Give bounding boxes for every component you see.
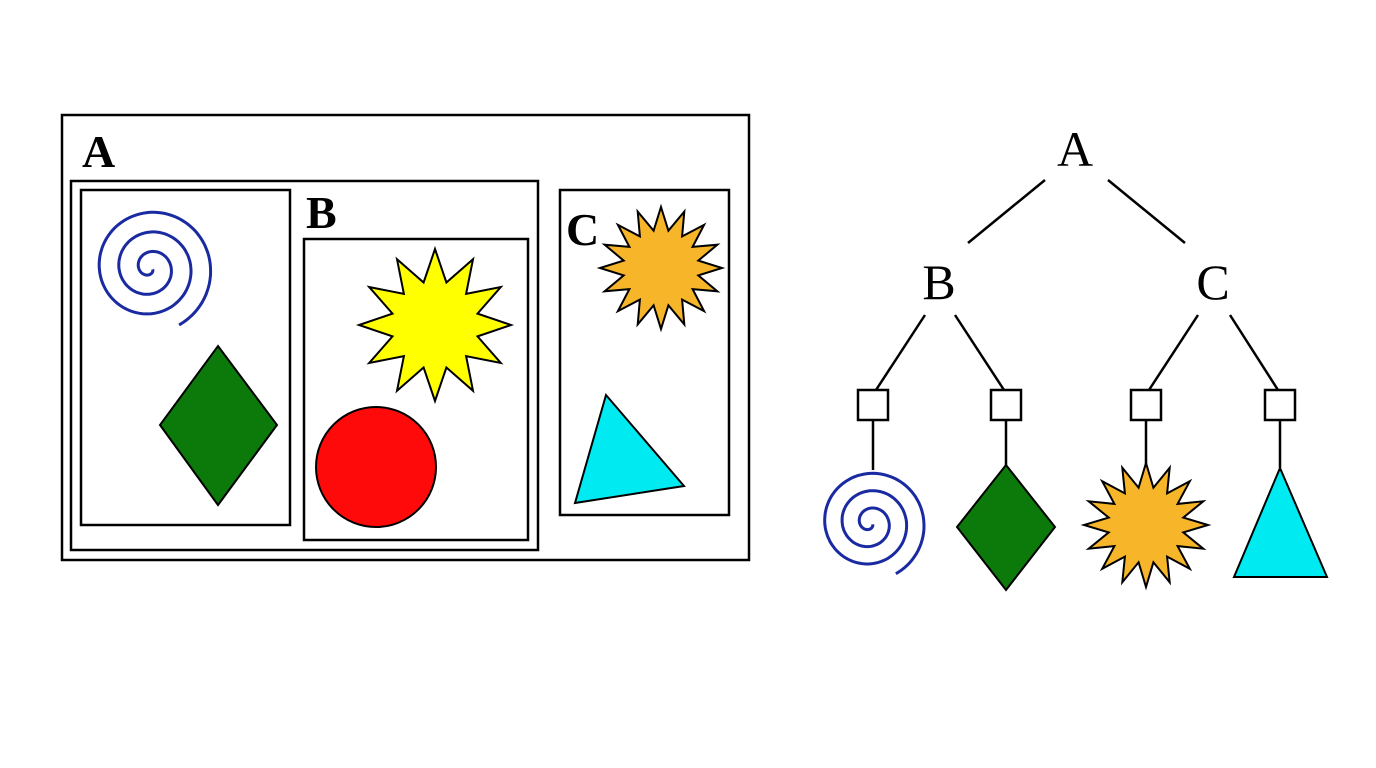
- tree-leaf-node: [1129, 388, 1163, 422]
- set-c-box: [558, 188, 731, 517]
- tree-edge: [874, 314, 927, 391]
- tree-edge: [953, 314, 1006, 391]
- set-c-label: C: [566, 204, 599, 255]
- tree-node-b-label: B: [922, 254, 955, 310]
- set-a-box: [60, 113, 751, 562]
- tree-edge: [1147, 314, 1200, 391]
- red-circle-icon: [315, 406, 437, 528]
- diamond-icon: [158, 344, 279, 507]
- orange-star-icon: [596, 203, 726, 333]
- triangle-icon: [573, 392, 686, 505]
- set-b-box: [302, 237, 530, 542]
- tree-diagram: A B C: [823, 121, 1329, 592]
- tree-edge: [1228, 314, 1280, 391]
- diamond-icon: [955, 463, 1057, 592]
- unlabeled-group-box: [79, 188, 292, 527]
- spiral-icon: [823, 471, 926, 576]
- tree-leaf-node: [856, 388, 890, 422]
- set-a-label: A: [82, 126, 115, 177]
- set-a-inner-box: [69, 179, 540, 552]
- nested-set-diagram: A B C: [60, 113, 751, 562]
- orange-star-icon: [1080, 459, 1212, 591]
- tree-leaf-node: [1263, 388, 1297, 422]
- tree-leaf-node: [989, 388, 1023, 422]
- tree-root-label: A: [1057, 121, 1093, 177]
- set-b-label: B: [306, 187, 337, 238]
- yellow-star-icon: [355, 245, 515, 405]
- tree-node-c-label: C: [1196, 254, 1229, 310]
- triangle-icon: [1232, 465, 1329, 578]
- spiral-icon: [97, 210, 213, 327]
- tree-edge: [967, 179, 1046, 244]
- tree-edge: [1107, 179, 1186, 244]
